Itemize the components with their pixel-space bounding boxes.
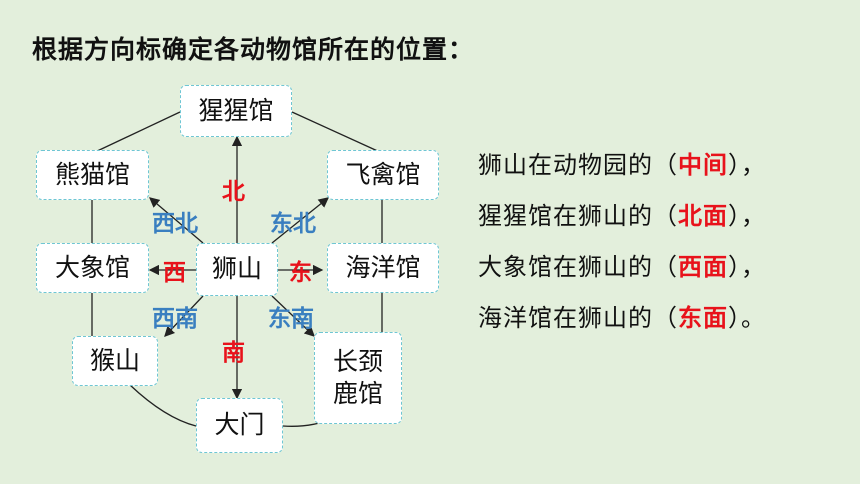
answer-value: 西面 [678, 253, 728, 281]
arrow-northwest [149, 197, 204, 244]
box-panda-hall: 熊猫馆 [36, 150, 149, 200]
label-west: 西 [163, 260, 186, 286]
answer-line: 大象馆在狮山的（西面）， [478, 253, 766, 281]
edge-line [92, 111, 181, 154]
box-aviary: 飞禽馆 [327, 150, 439, 200]
arrow-southeast [271, 295, 315, 337]
box-elephant-hall: 大象馆 [36, 243, 149, 293]
box-ocean-hall: 海洋馆 [327, 243, 439, 293]
page-title: 根据方向标确定各动物馆所在的位置： [32, 35, 475, 64]
answer-value: 东面 [678, 304, 728, 332]
answer-line: 猩猩馆在狮山的（北面）， [478, 202, 766, 230]
label-north: 北 [222, 179, 245, 205]
label-south: 南 [222, 340, 245, 366]
box-monkey-hill: 猴山 [72, 336, 158, 386]
label-east: 东 [289, 260, 312, 286]
edge-line [291, 111, 383, 154]
answer-line: 海洋馆在狮山的（东面）。 [478, 304, 766, 332]
arrow-northeast [271, 197, 330, 244]
box-giraffe-hall: 长颈 鹿馆 [314, 332, 402, 424]
label-southeast: 东南 [268, 306, 314, 332]
label-northeast: 东北 [270, 211, 316, 237]
answer-value: 中间 [678, 151, 728, 179]
edge-line [129, 384, 197, 427]
answer-line: 狮山在动物园的（中间）， [478, 151, 766, 179]
box-lion-hill: 狮山 [196, 243, 278, 296]
arrow-southwest [164, 295, 204, 337]
label-northwest: 西北 [152, 211, 198, 237]
label-southwest: 西南 [152, 306, 198, 332]
box-main-gate: 大门 [196, 398, 283, 453]
box-orangutan-hall: 猩猩馆 [180, 85, 292, 137]
answer-list: 狮山在动物园的（中间）， 猩猩馆在狮山的（北面）， 大象馆在狮山的（西面）， 海… [478, 140, 766, 344]
answer-value: 北面 [678, 202, 728, 230]
